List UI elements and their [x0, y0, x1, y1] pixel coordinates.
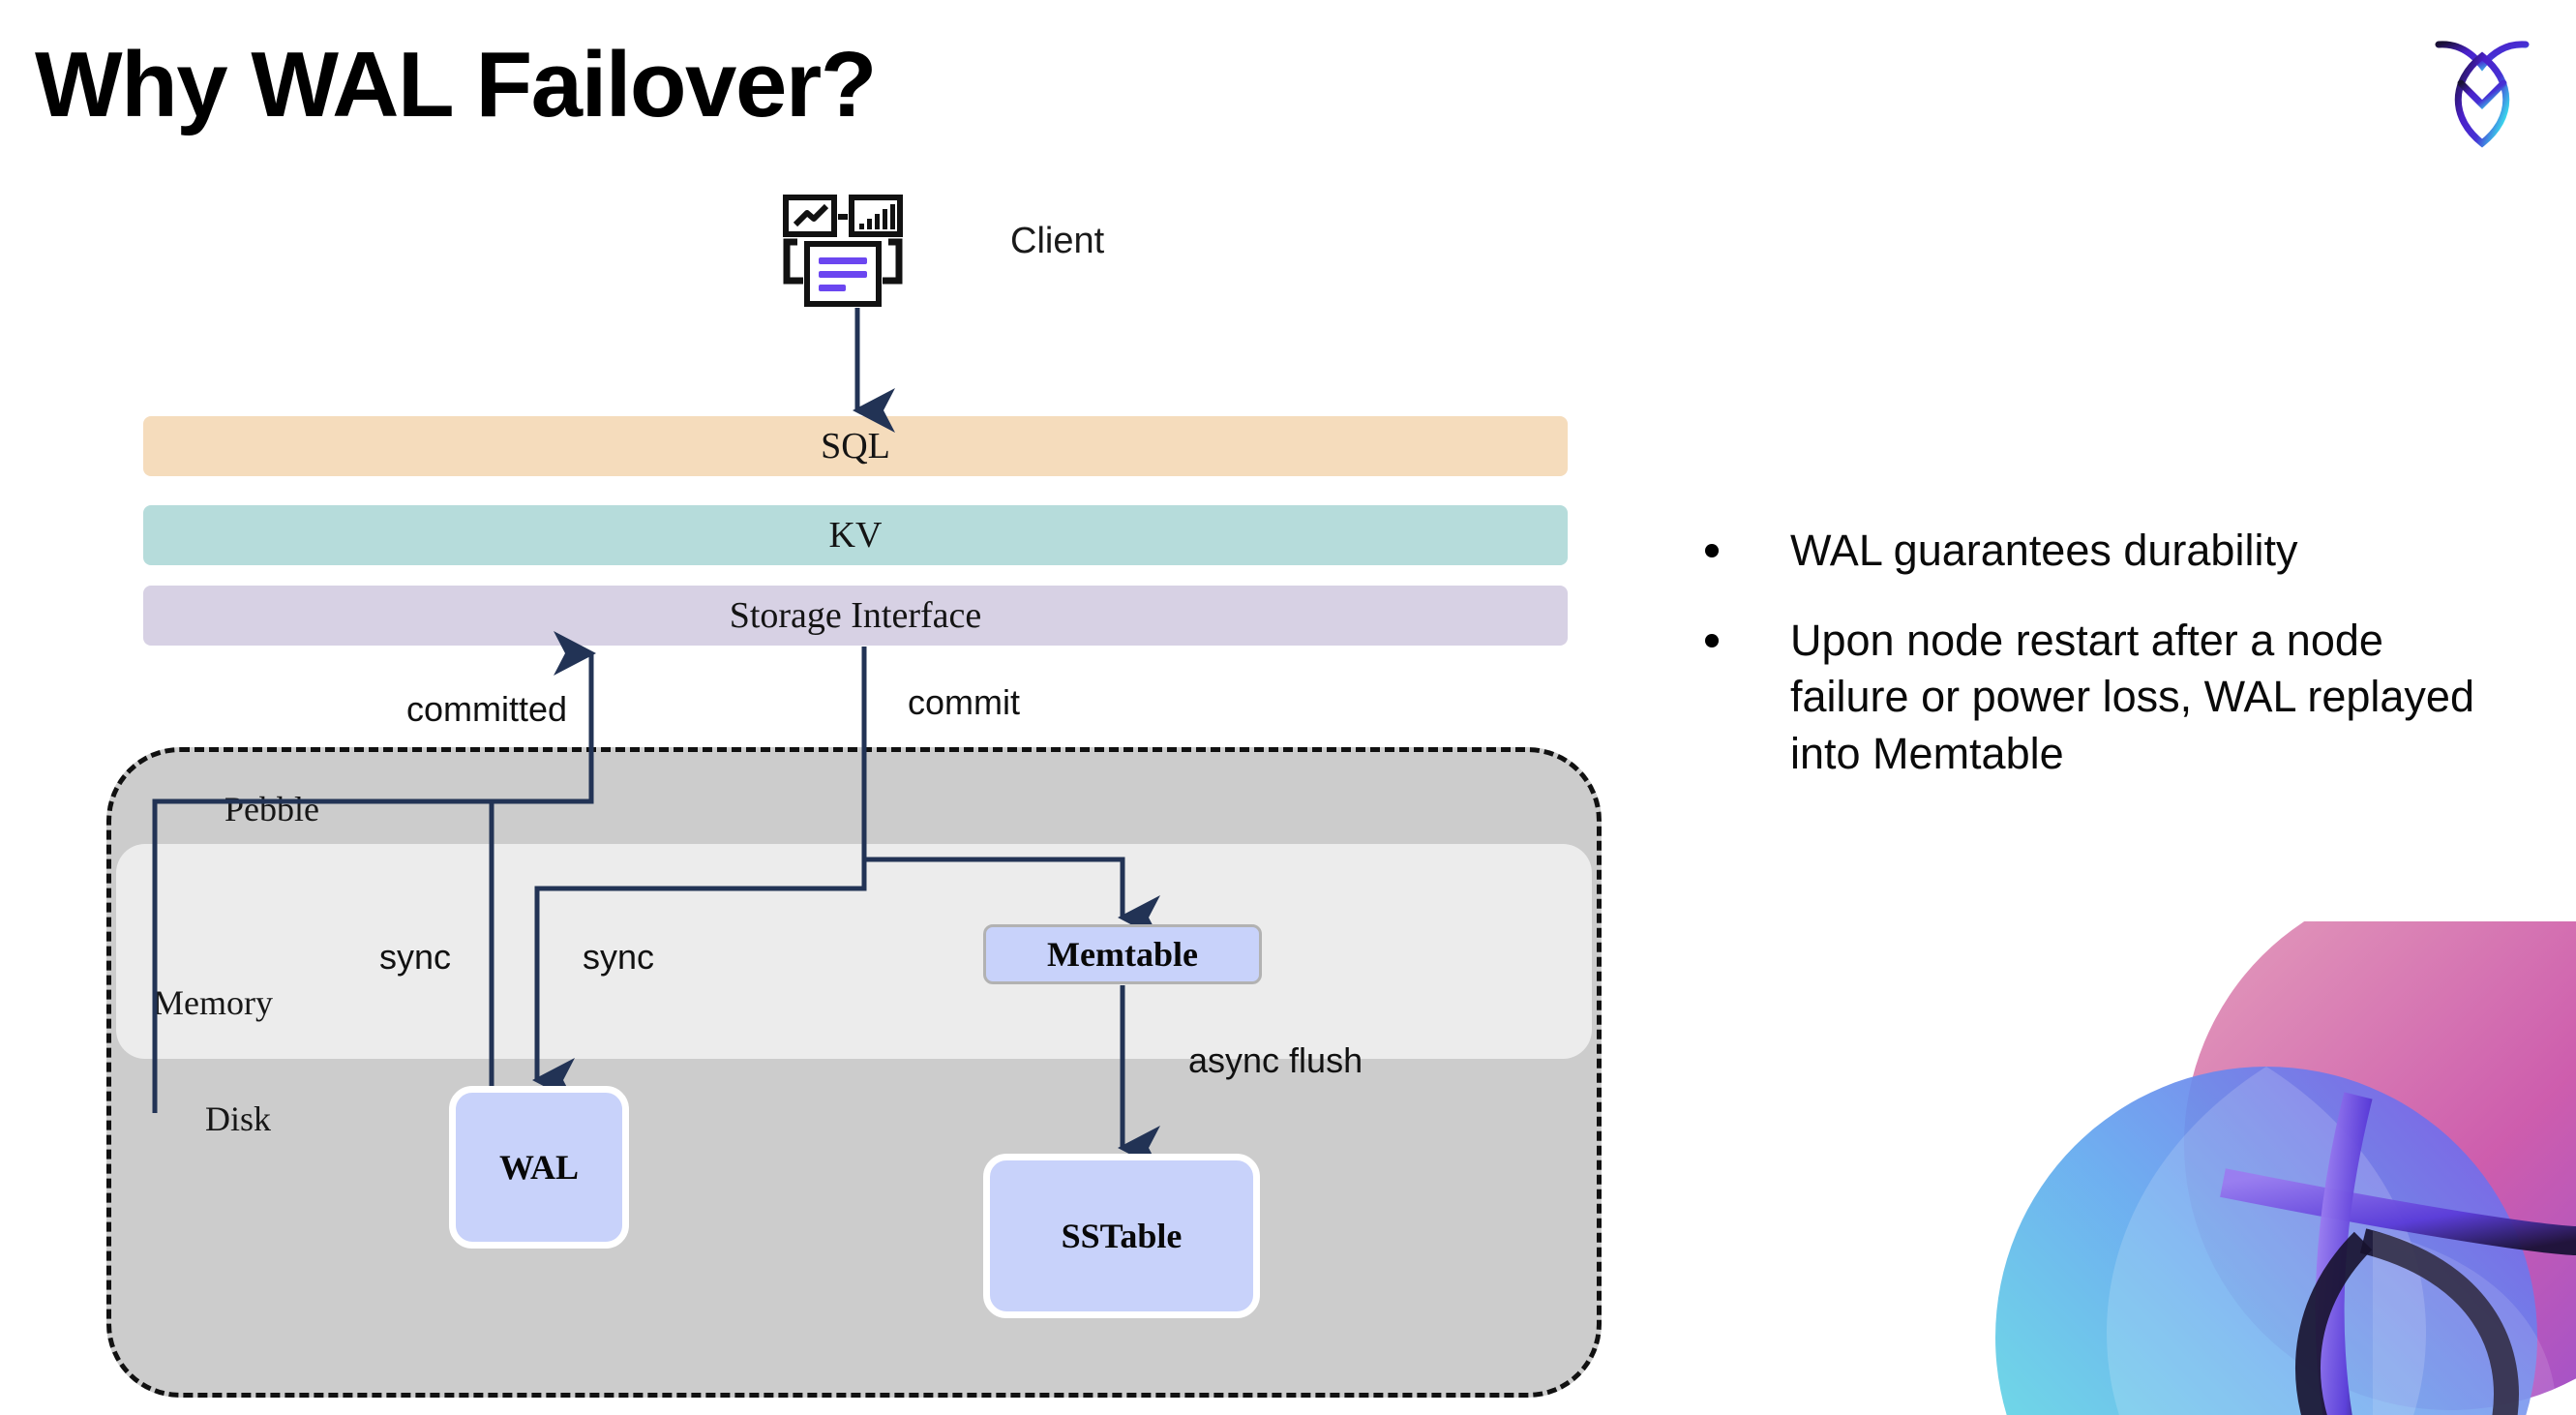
cockroachdb-logo-icon — [2429, 35, 2533, 148]
edge-label-sync-right: sync — [583, 937, 655, 977]
layer-label-sql: SQL — [821, 426, 890, 467]
client-label: Client — [1010, 221, 1105, 261]
node-label-wal: WAL — [498, 1148, 580, 1187]
notes-list: WAL guarantees durability Upon node rest… — [1705, 523, 2479, 815]
node-wal: WAL — [449, 1086, 629, 1249]
node-label-sstable: SSTable — [1061, 1217, 1183, 1255]
edge-label-commit: commit — [908, 682, 1020, 722]
layer-bar-storage-interface: Storage Interface — [143, 586, 1568, 646]
bullet-text: WAL guarantees durability — [1790, 526, 2298, 575]
disk-label: Disk — [205, 1099, 272, 1138]
node-sstable: SSTable — [983, 1154, 1260, 1318]
cockroachdb-watermark-icon — [1976, 921, 2576, 1415]
layer-label-kv: KV — [828, 515, 883, 556]
memory-label: Memory — [153, 983, 273, 1022]
memory-region — [116, 844, 1592, 1059]
bullet-text: Upon node restart after a node failure o… — [1790, 615, 2474, 778]
list-item: WAL guarantees durability — [1705, 523, 2479, 580]
layer-bar-kv: KV — [143, 505, 1568, 565]
edge-label-committed: committed — [406, 689, 568, 729]
layer-bar-sql: SQL — [143, 416, 1568, 476]
edge-label-async-flush: async flush — [1188, 1040, 1363, 1080]
pebble-label: Pebble — [225, 790, 319, 828]
bullet-dot-icon — [1705, 544, 1719, 557]
layer-label-storage-interface: Storage Interface — [729, 595, 982, 636]
bullet-dot-icon — [1705, 633, 1719, 647]
edge-label-sync-left: sync — [379, 937, 452, 977]
page-title: Why WAL Failover? — [35, 33, 877, 136]
node-memtable: Memtable — [983, 924, 1262, 984]
node-label-memtable: Memtable — [1047, 935, 1198, 974]
client-dashboard-icon — [774, 194, 929, 310]
list-item: Upon node restart after a node failure o… — [1705, 613, 2479, 783]
